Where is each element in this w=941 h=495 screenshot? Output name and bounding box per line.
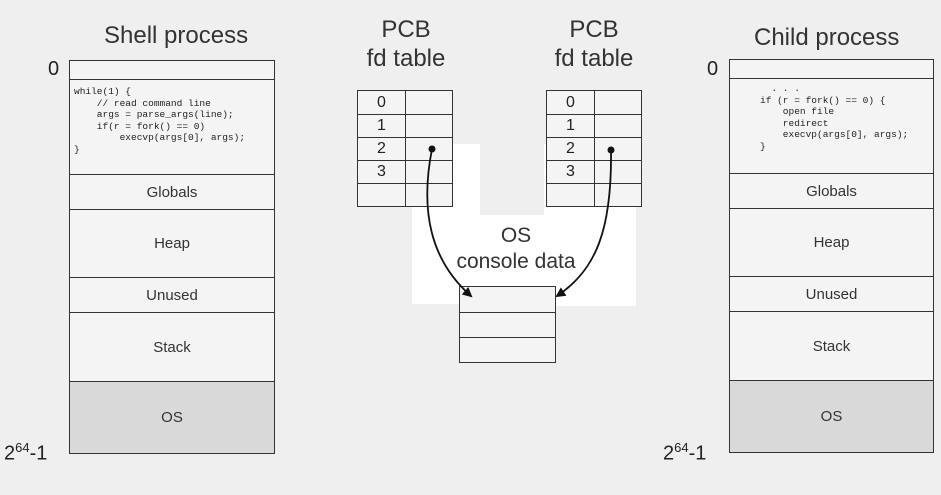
shell-unused: Unused bbox=[70, 277, 274, 312]
child-address-max-base: 2 bbox=[663, 442, 675, 465]
console-data-table bbox=[459, 286, 556, 363]
pcb-left-title: PCB fd table bbox=[358, 15, 454, 73]
fd-row: 3 bbox=[358, 160, 452, 183]
fd-index: 1 bbox=[358, 115, 406, 137]
fd-index: 1 bbox=[547, 115, 595, 137]
child-address-max: 264-1 bbox=[663, 440, 706, 466]
shell-globals: Globals bbox=[70, 174, 274, 209]
shell-process-title: Shell process bbox=[104, 22, 249, 49]
shell-code-segment: while(1) { // read command line args = p… bbox=[70, 79, 274, 174]
pcb-left-fd-table: 0 1 2 3 bbox=[357, 90, 453, 207]
console-row bbox=[460, 312, 555, 337]
os-console-label: OS console data bbox=[436, 223, 596, 275]
fd-row bbox=[547, 183, 641, 206]
shell-stack: Stack bbox=[70, 312, 274, 381]
child-memory: . . . if (r = fork() == 0) { open file r… bbox=[729, 59, 934, 453]
fd-row bbox=[358, 183, 452, 206]
pcb-right-title-line1: PCB bbox=[569, 16, 619, 43]
fd-index: 2 bbox=[358, 138, 406, 160]
shell-address-max-exp: 64 bbox=[15, 440, 30, 455]
console-row bbox=[460, 287, 555, 312]
pcb-right-title: PCB fd table bbox=[546, 15, 642, 73]
fd-index: 0 bbox=[547, 91, 595, 114]
child-os: OS bbox=[730, 380, 933, 452]
child-stack: Stack bbox=[730, 311, 933, 380]
child-code-segment: . . . if (r = fork() == 0) { open file r… bbox=[730, 78, 933, 173]
child-process-title: Child process bbox=[754, 24, 900, 51]
child-top-segment bbox=[730, 60, 933, 78]
child-heap: Heap bbox=[730, 208, 933, 276]
console-row bbox=[460, 337, 555, 362]
fd-row: 2 bbox=[547, 137, 641, 160]
child-unused: Unused bbox=[730, 276, 933, 311]
fd-index: 2 bbox=[547, 138, 595, 160]
fd-row: 2 bbox=[358, 137, 452, 160]
child-address-max-exp: 64 bbox=[674, 440, 689, 455]
shell-code: while(1) { // read command line args = p… bbox=[74, 86, 246, 155]
shell-memory: while(1) { // read command line args = p… bbox=[69, 60, 275, 454]
fd-row: 0 bbox=[547, 91, 641, 114]
shell-top-segment bbox=[70, 61, 274, 79]
shell-address-zero: 0 bbox=[48, 58, 60, 80]
pcb-right-title-line2: fd table bbox=[554, 45, 634, 72]
shell-address-max-suffix: -1 bbox=[29, 442, 48, 465]
os-label-line1: OS bbox=[500, 224, 532, 247]
pcb-right-fd-table: 0 1 2 3 bbox=[546, 90, 642, 207]
shell-os: OS bbox=[70, 381, 274, 453]
child-globals: Globals bbox=[730, 173, 933, 208]
shell-address-max-base: 2 bbox=[4, 442, 16, 465]
fd-index bbox=[547, 184, 595, 206]
shell-address-max: 264-1 bbox=[4, 440, 47, 466]
fd-row: 0 bbox=[358, 91, 452, 114]
pcb-left-title-line1: PCB bbox=[381, 16, 431, 43]
fd-index: 3 bbox=[547, 161, 595, 183]
pcb-left-title-line2: fd table bbox=[366, 45, 446, 72]
child-code: . . . if (r = fork() == 0) { open file r… bbox=[760, 83, 909, 152]
fd-index bbox=[358, 184, 406, 206]
shell-heap: Heap bbox=[70, 209, 274, 277]
os-label-line2: console data bbox=[456, 250, 576, 273]
fd-index: 3 bbox=[358, 161, 406, 183]
child-address-max-suffix: -1 bbox=[688, 442, 707, 465]
child-address-zero: 0 bbox=[707, 58, 719, 80]
fd-row: 1 bbox=[358, 114, 452, 137]
fd-index: 0 bbox=[358, 91, 406, 114]
fd-row: 1 bbox=[547, 114, 641, 137]
fd-row: 3 bbox=[547, 160, 641, 183]
